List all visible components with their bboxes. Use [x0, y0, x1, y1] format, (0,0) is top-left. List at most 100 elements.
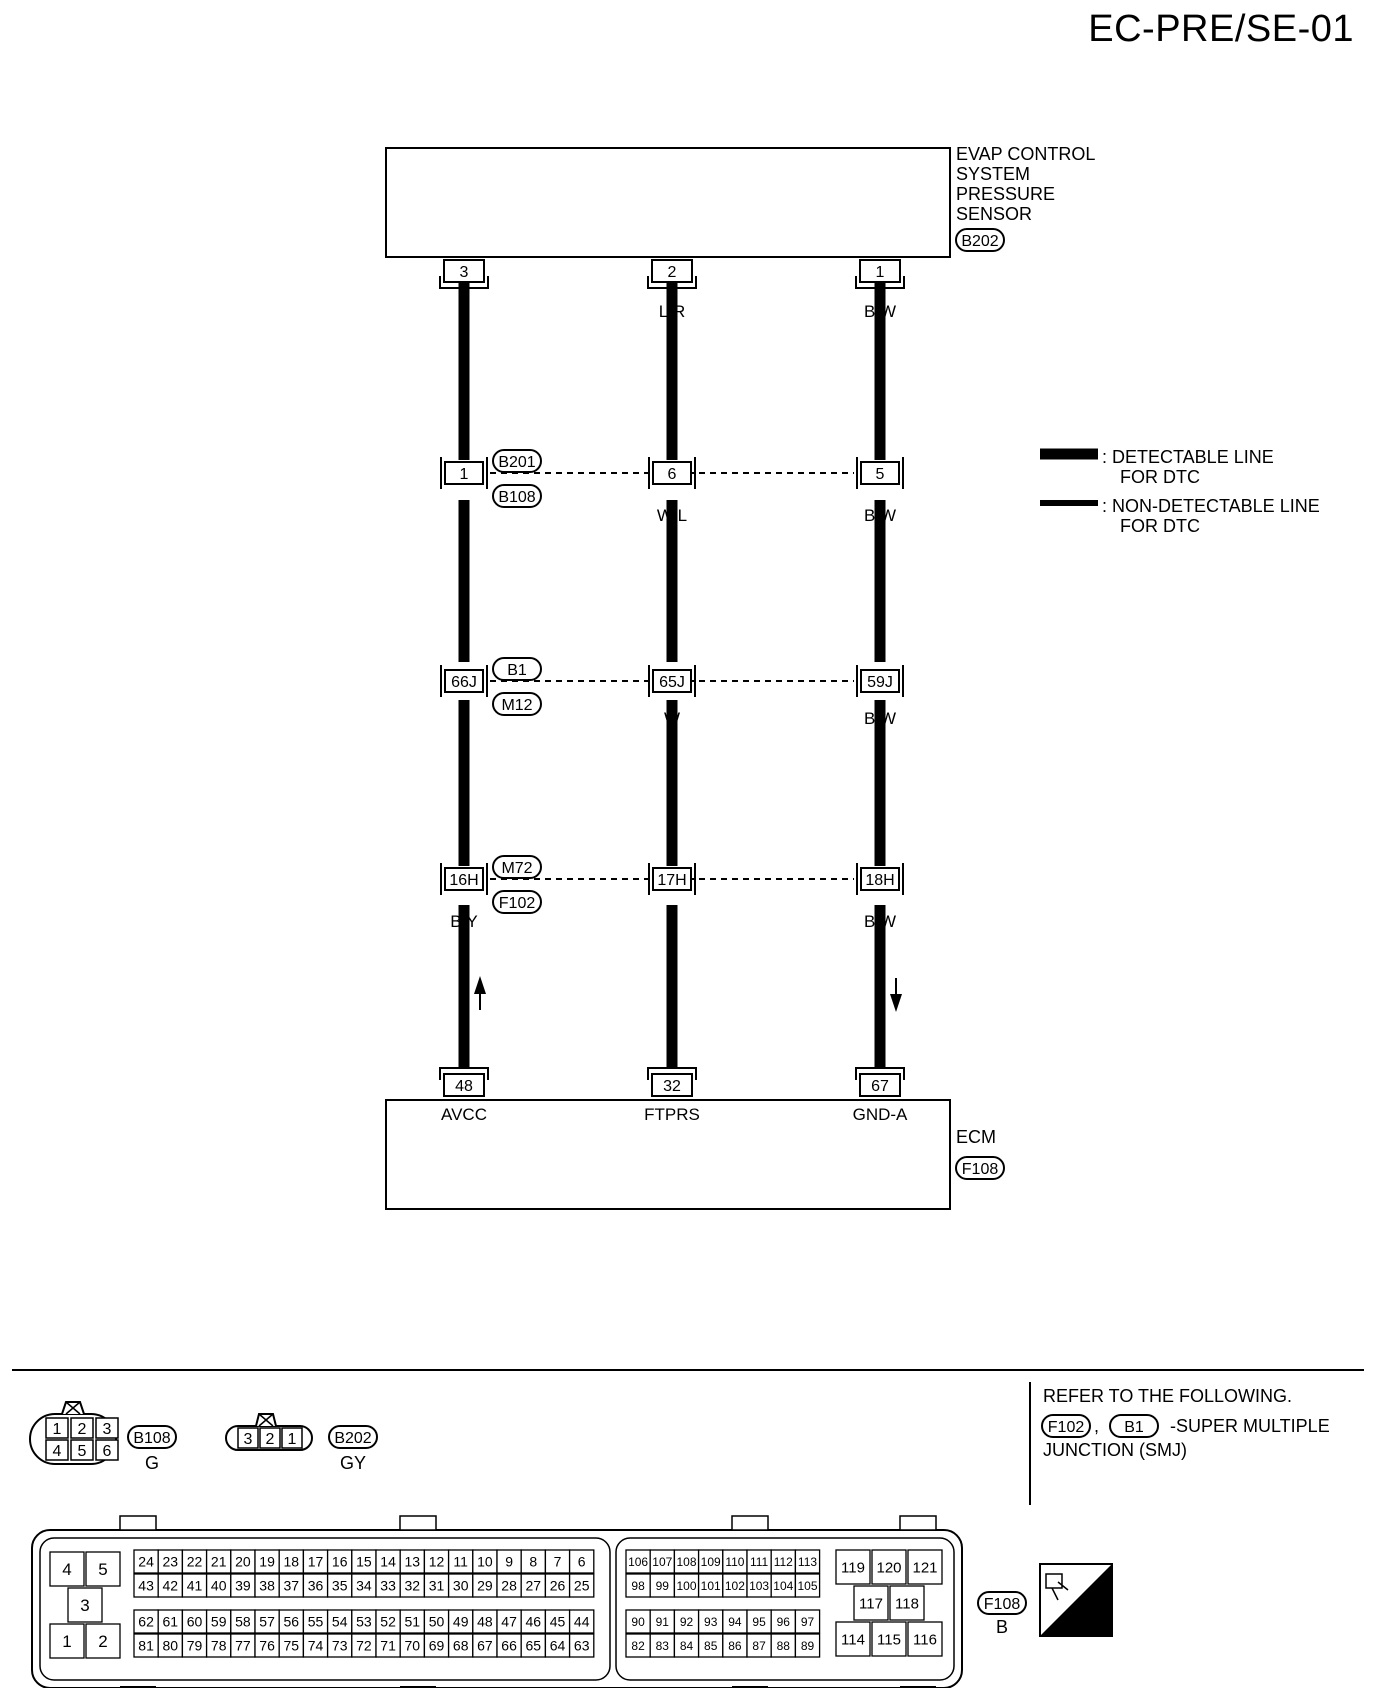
- refer-connector-1: B1: [1109, 1414, 1159, 1438]
- f108-d-bottom-1: [871, 1621, 907, 1657]
- f108-b-2-9-label: 53: [356, 1614, 372, 1630]
- junction-1-pin-2-label: 59J: [867, 674, 893, 691]
- junction-0-pin-1-bracket: [648, 457, 696, 489]
- ecm-pin-2-bracket: [855, 1067, 905, 1080]
- junction-0-pin-1: 6: [648, 457, 696, 489]
- f108-c-2-7-label: 97: [801, 1615, 815, 1629]
- harness-side-icon: H.S.: [1039, 1563, 1113, 1637]
- f108-lock-top-3: [899, 1515, 937, 1531]
- f108-c-1-0-label: 98: [631, 1579, 645, 1593]
- f108-b-2-18: [568, 1609, 595, 1634]
- f108-a-middle-0-label: 3: [80, 1596, 89, 1615]
- sensor-name-line-0: EVAP CONTROL: [956, 144, 1095, 164]
- sensor-pin-0-bracket: [439, 276, 489, 289]
- refer-connector-0-label: F102: [1048, 1419, 1085, 1436]
- b202-tag-outline: [328, 1425, 378, 1449]
- junction-1-pin-0-bracket: [440, 665, 488, 697]
- ecm-name: ECM: [956, 1127, 996, 1147]
- f108-b-1-2-label: 41: [187, 1578, 203, 1594]
- junction-2-pin-2-box: [860, 867, 900, 891]
- junction-2-pin-1: 17H: [648, 863, 696, 895]
- f108-lock-top-2: [731, 1515, 769, 1531]
- f108-b-2-1-label: 61: [163, 1614, 179, 1630]
- sensor-pin-2: 1: [855, 259, 905, 289]
- f108-b-2-7-label: 55: [308, 1614, 324, 1630]
- f108-c-2-5-label: 95: [752, 1615, 766, 1629]
- f108-b-1-12-label: 31: [429, 1578, 445, 1594]
- f108-b-0-17-label: 7: [554, 1554, 562, 1570]
- junction-1-top-tag-label: B1: [507, 662, 527, 679]
- arrow-down-icon: [890, 994, 902, 1012]
- f108-tag: F108: [977, 1591, 1027, 1615]
- f108-b-3-9-label: 72: [356, 1638, 372, 1654]
- f108-b-3-15-label: 66: [501, 1638, 517, 1654]
- f108-b-3-16-label: 65: [526, 1638, 542, 1654]
- f108-d-bottom-2: [907, 1621, 943, 1657]
- ecm-pin-1-box: [651, 1073, 693, 1097]
- junction-0-top-tag-outline: [492, 449, 542, 473]
- f108-a-bottom-1-label: 2: [98, 1632, 107, 1651]
- junction-1-pin-1-bracket: [648, 665, 696, 697]
- ecm-connector-tag-label: F108: [962, 1161, 999, 1178]
- f108-c-0-1-label: 107: [652, 1555, 672, 1569]
- f108-c-3-4-label: 86: [728, 1639, 742, 1653]
- f108-b-0-12-label: 12: [429, 1554, 445, 1570]
- f108-b-1-16-label: 27: [526, 1578, 542, 1594]
- f108-b-2-18-label: 44: [574, 1614, 590, 1630]
- b108-pin-bottom-label-1: 5: [78, 1443, 87, 1460]
- f108-b-0-0-label: 24: [138, 1554, 154, 1570]
- f108-c-3-1-label: 83: [656, 1639, 670, 1653]
- f108-c-0-5-label: 111: [750, 1555, 769, 1569]
- hs-triangle: [1040, 1564, 1112, 1636]
- f108-d-middle-0-label: 117: [859, 1595, 883, 1612]
- ecm-signal-0: AVCC: [441, 1105, 487, 1124]
- f108-b-2-0-label: 62: [138, 1614, 154, 1630]
- f108-c-3-7: [794, 1633, 821, 1658]
- b108-pin-top-label-2: 3: [103, 1421, 112, 1438]
- f108-c-0-6-label: 112: [774, 1555, 793, 1569]
- hs-label: H.S.: [1072, 1614, 1107, 1634]
- f108-b-0-2-label: 22: [187, 1554, 203, 1570]
- wire-color-1-2: B/W: [864, 506, 896, 525]
- junction-2-bottom-tag-outline: [492, 890, 542, 914]
- sensor-pin-2-bracket: [855, 276, 905, 289]
- f108-b-3-17-label: 64: [550, 1638, 566, 1654]
- f108-b-0-18: [568, 1549, 595, 1574]
- junction-2-top-tag: M72: [492, 855, 542, 879]
- f108-d-top-2-label: 121: [912, 1559, 937, 1576]
- sensor-name-line-3: SENSOR: [956, 204, 1032, 224]
- f108-b-0-11-label: 13: [405, 1554, 421, 1570]
- f108-b-0-18-label: 6: [578, 1554, 586, 1570]
- junction-1-pin-1-box: [652, 669, 692, 693]
- refer-suffix: -SUPER MULTIPLE: [1170, 1416, 1330, 1436]
- f108-b-0-8-label: 16: [332, 1554, 348, 1570]
- f108-b-3-12-label: 69: [429, 1638, 445, 1654]
- f108-b-2-13-label: 49: [453, 1614, 469, 1630]
- wire-color-2-2: B/W: [864, 709, 896, 728]
- f108-b-3-11-label: 70: [405, 1638, 421, 1654]
- b202-pin-label-0: 3: [244, 1431, 253, 1448]
- sensor-pin-1-bracket: [647, 276, 697, 289]
- junction-2-pin-0-box: [444, 867, 484, 891]
- f108-c-1-4-label: 102: [725, 1579, 745, 1593]
- junction-0-top-tag-label: B201: [498, 454, 535, 471]
- ecm-pin-0-box: [443, 1073, 485, 1097]
- junction-1-pin-0: 66J: [440, 665, 488, 697]
- f108-b-3-18: [568, 1633, 595, 1658]
- f108-b-1-9-label: 34: [356, 1578, 372, 1594]
- f108-c-3-2-label: 84: [680, 1639, 694, 1653]
- refer-heading: REFER TO THE FOLLOWING.: [1043, 1386, 1292, 1406]
- f108-b-2-8-label: 54: [332, 1614, 348, 1630]
- junction-1-bottom-tag-label: M12: [501, 697, 532, 714]
- f108-c-1-1-label: 99: [656, 1579, 670, 1593]
- ecm-pin-2: 67: [855, 1067, 905, 1097]
- sensor-pin-0: 3: [439, 259, 489, 289]
- sensor-pin-1-box: [651, 259, 693, 283]
- legend-non-detectable-line-1: FOR DTC: [1120, 516, 1200, 536]
- f108-a-top-1-label: 5: [98, 1560, 107, 1579]
- f108-lock-bottom-0: [120, 1686, 156, 1688]
- b202-pin-0: [237, 1427, 259, 1449]
